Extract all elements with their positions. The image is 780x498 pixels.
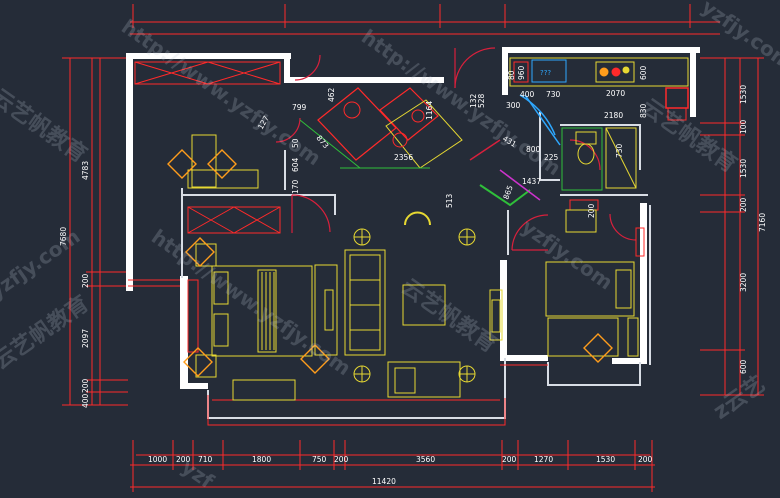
dim-bottom-7: 3560 <box>416 455 435 464</box>
dim-bottom-1: 1000 <box>148 455 167 464</box>
watermark-url-1: http://www.yzfjy.com <box>117 14 325 170</box>
dim-right-6: 600 <box>739 359 748 374</box>
dim-inner-730b: 730 <box>615 143 624 158</box>
dim-inner-2356: 2356 <box>394 153 413 162</box>
watermark-url-5: yzfjy.com <box>517 214 617 294</box>
dim-left-5: 400 <box>81 393 90 408</box>
left-dimension-chain <box>62 57 128 406</box>
dim-inner-528: 528 <box>477 93 486 108</box>
dim-inner-800: 800 <box>526 145 541 154</box>
watermark-cn-3: 云艺帆教育 <box>397 274 502 358</box>
dim-inner-799: 799 <box>292 103 307 112</box>
dim-inner-830: 830 <box>639 103 648 118</box>
bottom-dimension-chain <box>130 440 655 492</box>
dim-bottom-6: 200 <box>334 455 349 464</box>
dim-inner-960: 960 <box>517 65 526 80</box>
kitchen-cabinets <box>509 57 689 146</box>
watermark-cn-1: 云艺帆教育 <box>0 84 92 168</box>
cabinet-mark-label: ??? <box>540 69 551 77</box>
dim-right-5: 3200 <box>739 273 748 292</box>
dim-left-1: 4783 <box>81 161 90 180</box>
watermark-url-6: yzfjy.com <box>0 224 84 304</box>
watermark-cn-4: 云艺帆教育 <box>0 291 94 375</box>
dim-inner-132: 132 <box>469 93 478 108</box>
dim-inner-400: 400 <box>520 90 535 99</box>
dim-inner-2070: 2070 <box>606 89 625 98</box>
dim-inner-50: 50 <box>291 138 300 148</box>
dim-inner-600: 600 <box>639 65 648 80</box>
bottom-dimension-labels: 1000 200 710 1800 750 200 3560 200 1270 … <box>148 455 653 486</box>
dim-right-3: 1530 <box>739 159 748 178</box>
bathroom-fixtures <box>561 127 637 211</box>
dim-inner-170: 170 <box>291 179 300 194</box>
dim-left-outer: 7680 <box>59 227 68 246</box>
dim-bottom-11: 200 <box>638 455 653 464</box>
dim-left-3: 2097 <box>81 329 90 348</box>
dim-inner-300: 300 <box>506 101 521 110</box>
right-dimension-labels: 1530 100 1530 200 3200 600 7160 <box>739 85 767 374</box>
dim-bottom-8: 200 <box>502 455 517 464</box>
dim-right-4: 200 <box>739 197 748 212</box>
left-dimension-labels: 7680 4783 200 2097 200 400 <box>59 161 90 408</box>
dim-bottom-total: 11420 <box>372 477 396 486</box>
balcony-windows <box>128 61 548 426</box>
dim-inner-513: 513 <box>445 193 454 208</box>
watermark-cn-2: 云艺帆教育 <box>637 94 742 178</box>
dim-inner-200: 200 <box>587 203 596 218</box>
right-dimension-chain <box>700 57 764 396</box>
dim-bottom-10: 1530 <box>596 455 615 464</box>
lamp-symbols <box>167 149 613 377</box>
dim-bottom-3: 710 <box>198 455 213 464</box>
dim-left-4: 200 <box>81 378 90 393</box>
second-bedroom-furniture <box>545 209 645 357</box>
dim-bottom-2: 200 <box>176 455 191 464</box>
dim-bottom-5: 750 <box>312 455 327 464</box>
dim-left-2: 200 <box>81 273 90 288</box>
watermark-url-3: yzfjy.com <box>697 0 780 75</box>
dim-right-outer: 7160 <box>758 213 767 232</box>
dim-inner-730: 730 <box>546 90 561 99</box>
top-dimension-lines <box>130 4 720 35</box>
dim-inner-604: 604 <box>291 157 300 172</box>
dim-inner-2180: 2180 <box>604 111 623 120</box>
dim-bottom-4: 1800 <box>252 455 271 464</box>
watermark-url-4: http://www.yzfjy.com <box>147 224 355 380</box>
dim-right-1: 1530 <box>739 85 748 104</box>
dim-inner-1437: 1437 <box>522 177 541 186</box>
dim-inner-1164: 1164 <box>425 101 434 120</box>
living-room-furniture <box>314 211 503 398</box>
dim-inner-865: 865 <box>501 184 514 201</box>
door-swings <box>275 47 637 251</box>
dim-inner-225: 225 <box>544 153 559 162</box>
dim-inner-80: 80 <box>507 70 516 80</box>
dim-right-2: 100 <box>739 119 748 134</box>
dim-inner-462: 462 <box>327 87 336 102</box>
exterior-walls <box>126 47 700 389</box>
master-bedroom-furniture <box>187 134 313 401</box>
dim-bottom-9: 1270 <box>534 455 553 464</box>
dining-area <box>299 87 541 207</box>
watermark-cn-5: z云艺 <box>709 371 770 425</box>
